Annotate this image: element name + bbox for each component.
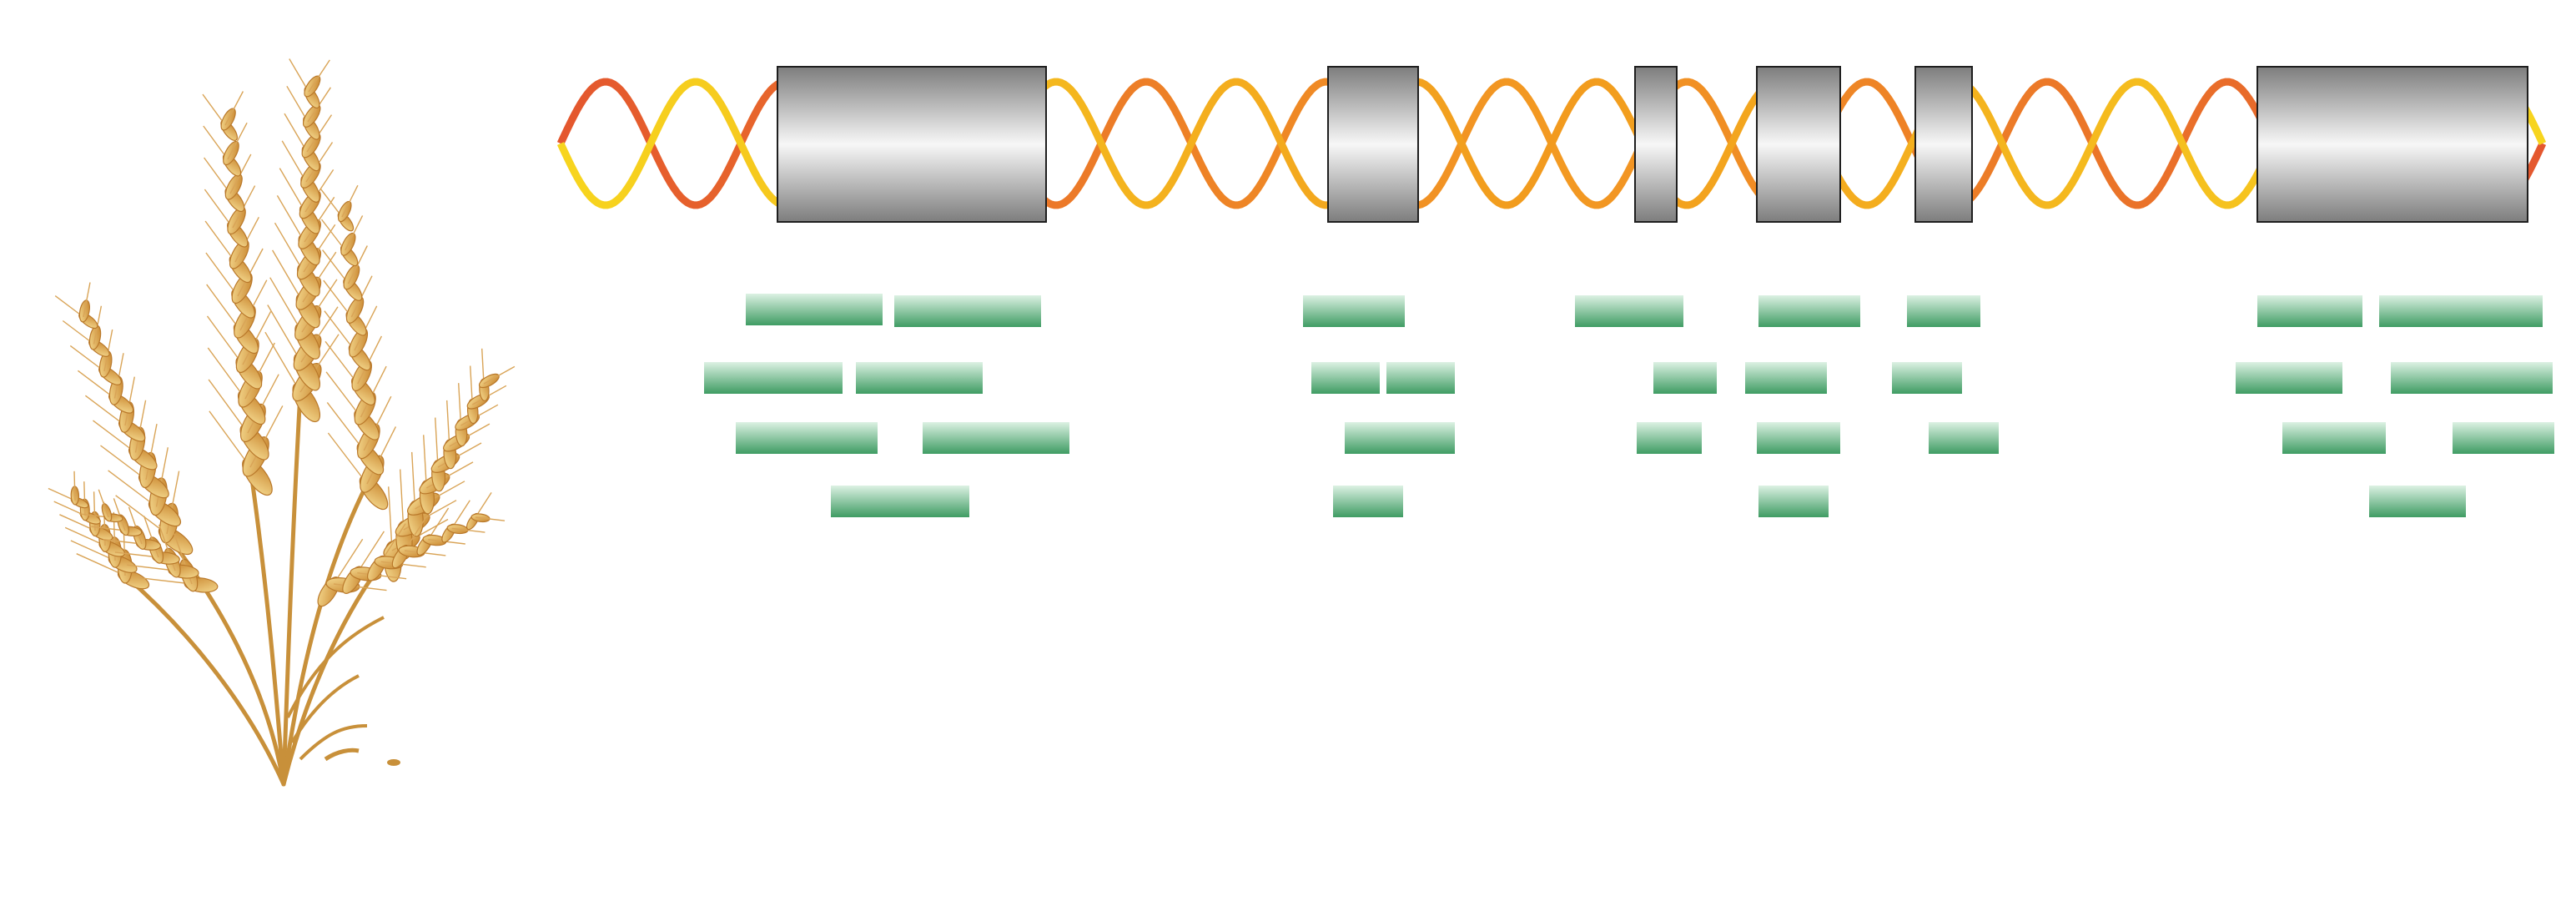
read-bar bbox=[2257, 295, 2362, 327]
read-bar bbox=[1929, 422, 1999, 454]
wheat-ear bbox=[202, 91, 284, 496]
read-bar bbox=[1575, 295, 1683, 327]
wheat-ear bbox=[264, 58, 340, 423]
gene-segment bbox=[1756, 66, 1841, 223]
wheat-leaf bbox=[324, 747, 360, 762]
read-bar bbox=[2453, 422, 2554, 454]
read-bar bbox=[1333, 486, 1403, 517]
gene-segment bbox=[1634, 66, 1678, 223]
sequence-read-bars bbox=[704, 294, 2554, 517]
read-bar bbox=[1303, 295, 1405, 327]
wheat-stem bbox=[123, 573, 286, 787]
read-bar bbox=[831, 486, 969, 517]
read-bar bbox=[704, 362, 843, 394]
read-bar bbox=[2379, 295, 2543, 327]
read-bar bbox=[2282, 422, 2386, 454]
read-bar bbox=[1745, 362, 1827, 394]
wheat-leaf bbox=[299, 724, 368, 761]
gene-segment bbox=[777, 66, 1047, 223]
gene-segment bbox=[1914, 66, 1973, 223]
wheat-ear bbox=[78, 489, 219, 593]
wheat-ears-icon bbox=[48, 58, 516, 787]
gene-segments bbox=[777, 66, 2528, 223]
read-bar bbox=[1892, 362, 1962, 394]
wheat-ear bbox=[317, 492, 506, 607]
wheat-stem bbox=[281, 481, 370, 787]
read-bar bbox=[736, 422, 878, 454]
read-bar bbox=[2236, 362, 2342, 394]
wheat-ear bbox=[319, 184, 397, 511]
read-bar bbox=[1758, 486, 1829, 517]
read-bar bbox=[2391, 362, 2553, 394]
wheat-leaf bbox=[286, 616, 385, 718]
wheat-ear bbox=[54, 282, 194, 556]
read-bar bbox=[1757, 422, 1840, 454]
read-bar bbox=[1907, 295, 1980, 327]
read-bar bbox=[1311, 362, 1380, 394]
read-bar bbox=[856, 362, 983, 394]
wheat-stem bbox=[281, 390, 303, 787]
read-bar bbox=[2369, 486, 2466, 517]
read-bar bbox=[1386, 362, 1455, 394]
wheat-ear bbox=[383, 348, 516, 582]
wheat-leaf bbox=[290, 674, 360, 744]
read-bar bbox=[1758, 295, 1860, 327]
wheat-ear bbox=[48, 471, 150, 590]
read-bar bbox=[1637, 422, 1702, 454]
wheat-grain bbox=[387, 759, 400, 766]
read-bar bbox=[1653, 362, 1717, 394]
gene-segment bbox=[1327, 66, 1419, 223]
gene-segment bbox=[2257, 66, 2528, 223]
read-bar bbox=[894, 295, 1041, 327]
read-bar bbox=[1345, 422, 1455, 454]
read-bar bbox=[923, 422, 1069, 454]
read-bar bbox=[746, 294, 883, 325]
wheat-stem bbox=[248, 465, 286, 787]
